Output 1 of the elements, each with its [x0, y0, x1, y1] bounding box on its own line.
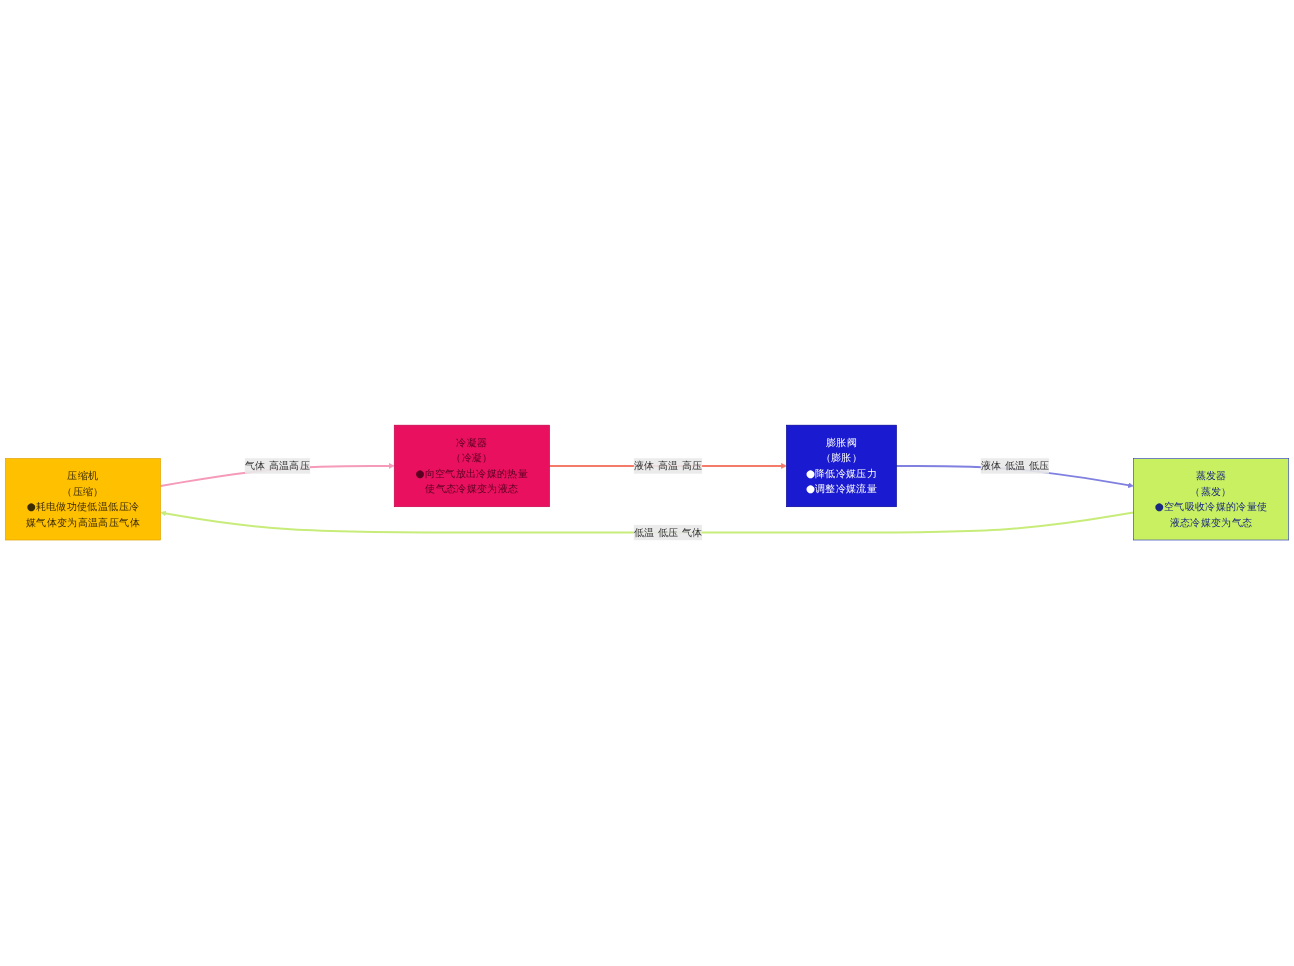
arrow [160, 510, 1135, 534]
